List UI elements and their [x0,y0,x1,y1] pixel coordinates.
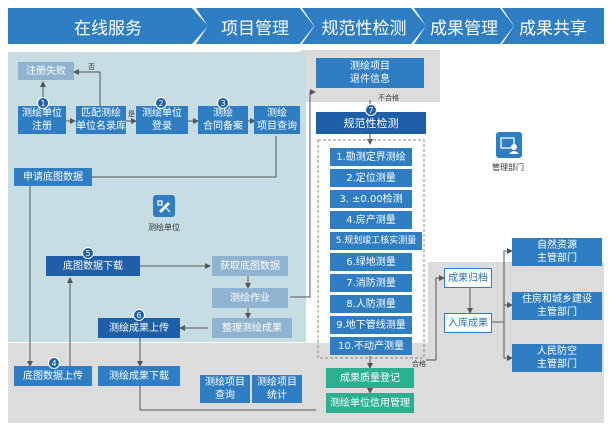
header-step-project-management: 项目管理 [196,8,314,44]
step-badge-1: 1 [37,97,49,109]
check-item-5[interactable]: 5.规划竣工核实测量 [330,232,422,250]
header-step-normative-check: 规范性检测 [302,8,426,44]
organize-results-box[interactable]: 整理测绘成果 [212,318,292,338]
download-results-box[interactable]: 测绘成果下载 [98,366,180,386]
project-statistics-box[interactable]: 测绘项目统计 [252,375,302,403]
natural-resources-dept-box[interactable]: 自然资源主管部门 [512,238,602,266]
credit-management-box[interactable]: 测绘单位信用管理 [326,393,414,413]
step-badge-6: 6 [133,309,145,321]
register-fail-box: 注册失败 [18,62,74,80]
check-item-4[interactable]: 4.房产测量 [330,211,412,229]
get-base-data-box[interactable]: 获取底图数据 [212,256,288,276]
normative-check-title: 规范性检测 [316,112,426,134]
check-item-7[interactable]: 7.消防测量 [330,274,412,292]
step-badge-5: 5 [82,247,94,259]
pass-label: 合格 [412,360,426,368]
returned-info-box[interactable]: 测绘项目退件信息 [316,58,424,88]
check-item-9[interactable]: 9.地下管线测量 [330,316,412,334]
surveying-unit-label: 测绘单位 [148,223,180,232]
step-badge-4: 4 [48,357,60,369]
check-item-8[interactable]: 8.人防测量 [330,295,412,313]
step-badge-7: 7 [365,104,377,116]
check-item-1[interactable]: 1.勘测定界测绘 [330,148,412,166]
match-directory-box[interactable]: 匹配测绘单位名录库 [76,106,126,134]
archive-box[interactable]: 成果归档 [444,268,492,288]
management-dept-label: 管理部门 [492,163,524,172]
check-item-10[interactable]: 10.不动产测量 [330,337,412,355]
base-data-download-box[interactable]: 底图数据下载 [46,256,140,276]
civil-defense-dept-box[interactable]: 人民防空主管部门 [512,344,602,372]
pencil-ruler-icon [153,195,175,217]
admin-user-icon [496,132,522,158]
yes-label: 是 [128,110,135,118]
bottom-project-query-box[interactable]: 测绘项目查询 [200,375,250,403]
apply-base-data-box[interactable]: 申请底图数据 [14,168,92,186]
header-step-online-service: 在线服务 [8,8,208,44]
right-bottom-gray-panel [428,262,604,423]
storage-box[interactable]: 入库成果 [444,313,492,333]
check-item-3[interactable]: 3. ±0.00检测 [330,190,412,208]
login-box[interactable]: 测绘单位登录 [136,106,188,134]
step-badge-3: 3 [217,97,229,109]
header-step-result-sharing: 成果共享 [502,8,604,44]
check-item-6[interactable]: 6.绿地测量 [330,253,412,271]
fail-label: 不合格 [378,94,399,102]
base-data-upload-box[interactable]: 底图数据上传 [14,366,92,386]
no-label: 否 [88,63,95,71]
header-step-result-management: 成果管理 [414,8,514,44]
quality-registration-box[interactable]: 成果质量登记 [326,368,414,388]
housing-construction-dept-box[interactable]: 住房和城乡建设主管部门 [512,292,602,320]
register-box[interactable]: 测绘单位注册 [18,106,66,134]
surveying-work-box[interactable]: 测绘作业 [212,288,288,308]
check-item-2[interactable]: 2.定位测量 [330,169,412,187]
upload-results-box[interactable]: 测绘成果上传 [98,318,180,338]
step-badge-2: 2 [155,97,167,109]
project-query-box[interactable]: 测绘项目查询 [254,106,300,134]
contract-filing-box[interactable]: 测绘合同备案 [198,106,248,134]
